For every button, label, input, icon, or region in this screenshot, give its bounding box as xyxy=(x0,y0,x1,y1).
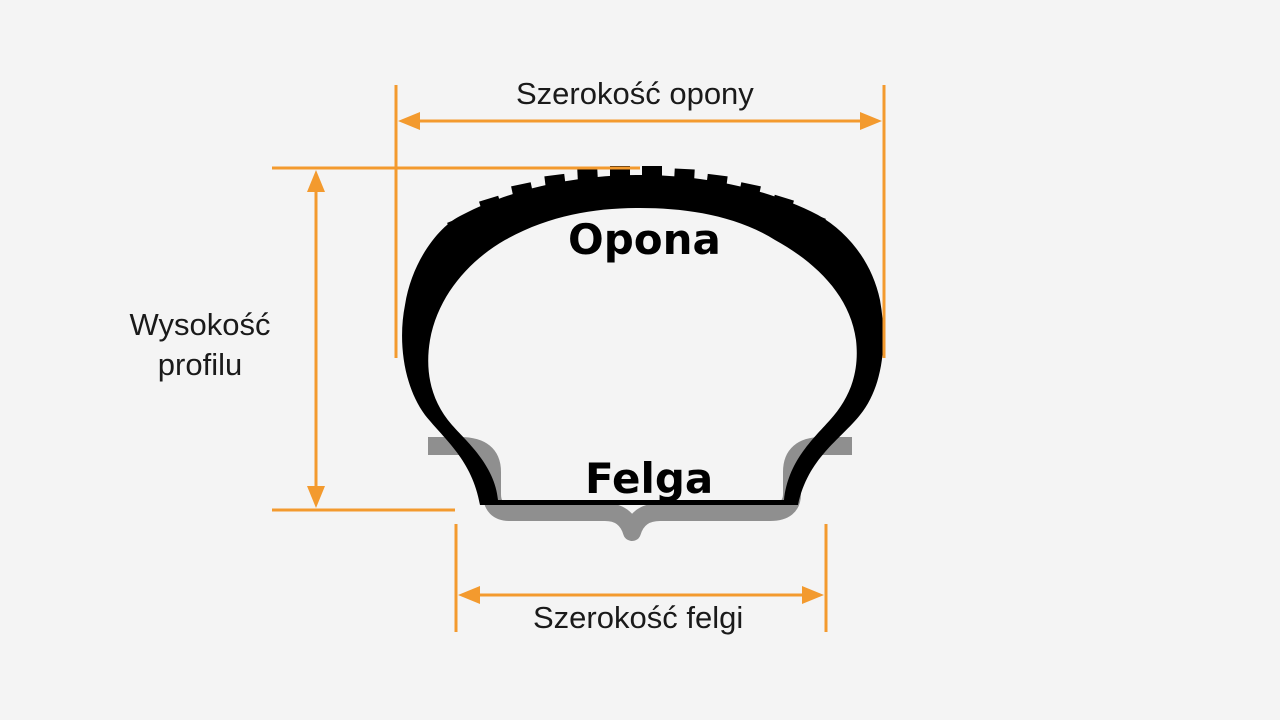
rim-width-arrowhead-left xyxy=(458,586,480,604)
profile-height-arrowhead-top xyxy=(307,170,325,192)
profile-height-arrowhead-bottom xyxy=(307,486,325,508)
profile-height-label-line1: Wysokość xyxy=(129,307,271,342)
tire-label: Opona xyxy=(568,215,721,264)
dimension-arrowheads xyxy=(307,112,882,604)
tire-width-arrowhead-left xyxy=(398,112,420,130)
profile-height-label-line2: profilu xyxy=(157,347,243,382)
tire-tread-blocks xyxy=(447,166,826,251)
tire-shape xyxy=(402,166,884,505)
dimension-lines xyxy=(272,85,886,632)
profile-height-label: Wysokość profilu xyxy=(110,305,290,385)
rim-width-arrowhead-right xyxy=(802,586,824,604)
rim-label: Felga xyxy=(585,454,714,503)
tire-width-arrowhead-right xyxy=(860,112,882,130)
rim-width-label: Szerokość felgi xyxy=(533,600,744,635)
tire-width-label: Szerokość opony xyxy=(516,76,754,111)
